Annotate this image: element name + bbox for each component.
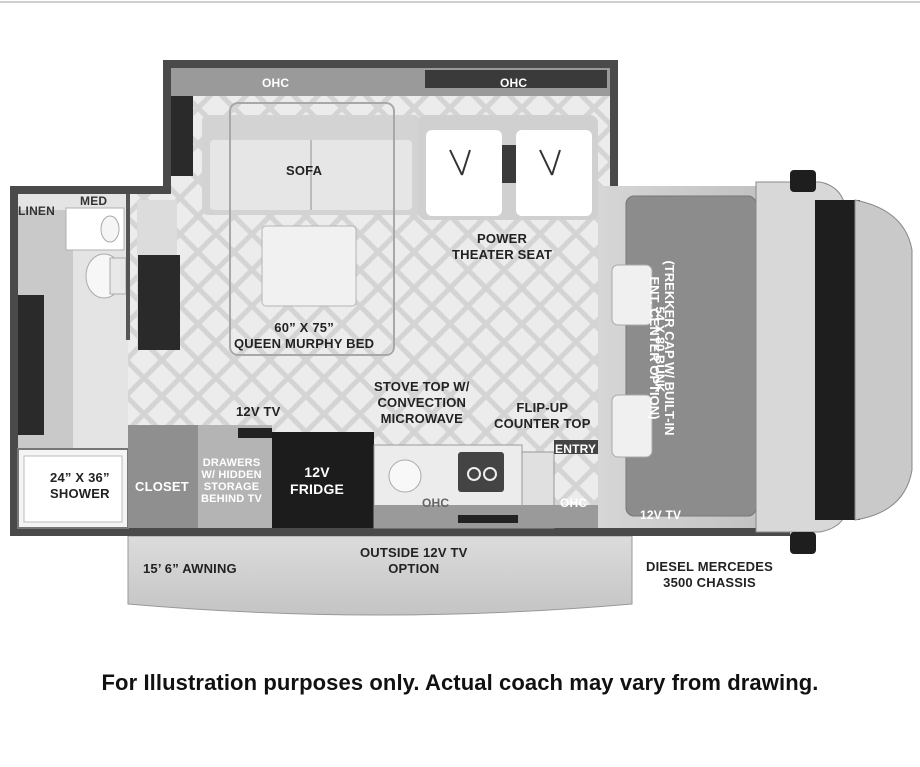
power-theater-seat-label: POWER THEATER SEAT	[452, 231, 553, 262]
ohc-top-left-label: OHC	[262, 76, 290, 90]
ohc-galley-label: OHC	[422, 496, 450, 510]
shower-label: 24” X 36” SHOWER	[50, 470, 110, 501]
med-label: MED	[80, 194, 108, 208]
sofa-label: SOFA	[286, 163, 323, 178]
drawers	[198, 425, 272, 528]
stove	[458, 452, 504, 492]
disclaimer-text: For Illustration purposes only. Actual c…	[101, 670, 819, 695]
trekker-cap-label: (TREKKER CAP W/ BUILT-IN ENT. CENTER OPT…	[647, 260, 677, 436]
linen-label: LINEN	[18, 204, 55, 218]
awning-label: 15’ 6” AWNING	[143, 561, 237, 576]
chassis-label: DIESEL MERCEDES 3500 CHASSIS	[646, 559, 774, 590]
awning-shape	[127, 535, 633, 616]
murphy-bed	[229, 102, 395, 356]
bunk	[625, 195, 757, 517]
fridge-label: 12V FRIDGE	[290, 464, 345, 497]
murphy-bed-label: 60” X 75” QUEEN MURPHY BED	[234, 320, 375, 351]
closet	[128, 425, 198, 528]
stove-top-label: STOVE TOP W/ CONVECTION MICROWAVE	[374, 379, 470, 426]
closet-label: CLOSET	[135, 479, 189, 494]
cab-tv-label: 12V TV	[640, 508, 682, 522]
drawers-label: DRAWERS W/ HIDDEN STORAGE BEHIND TV	[201, 457, 263, 505]
fridge-shape	[272, 432, 374, 528]
ohc-front-label: OHC	[560, 496, 588, 510]
pillow	[261, 225, 357, 307]
flip-up-counter-label: FLIP-UP COUNTER TOP	[494, 400, 591, 431]
entry-label: ENTRY	[555, 442, 597, 456]
ohc-top-right-label: OHC	[500, 76, 528, 90]
outside-tv-label: OUTSIDE 12V TV OPTION	[360, 545, 468, 576]
interior-tv-label: 12V TV	[236, 404, 281, 419]
